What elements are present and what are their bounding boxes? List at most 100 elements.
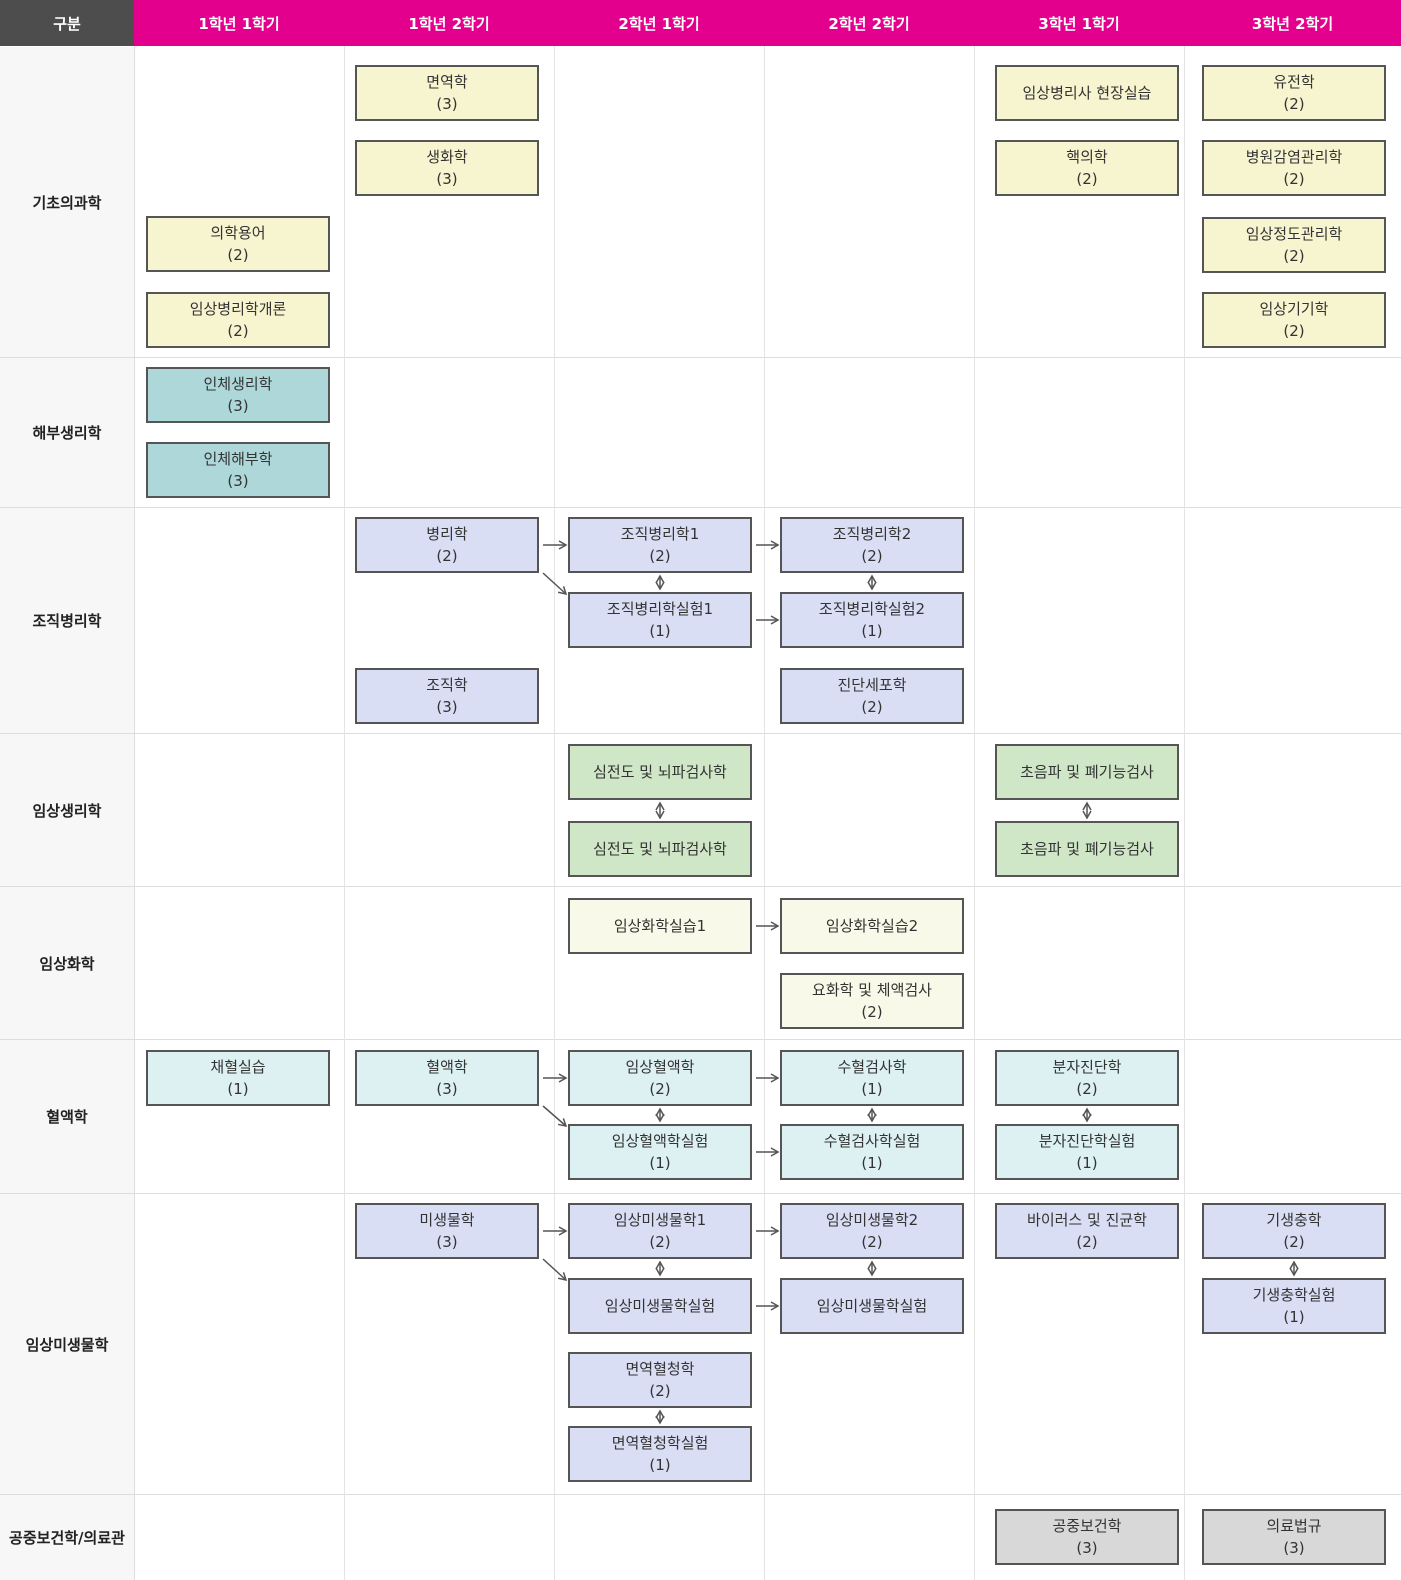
course-box-histopathology-1: 조직병리학1 (2) — [568, 517, 752, 573]
course-box-clinical-microbiology-lab: 임상미생물학실험 — [568, 1278, 752, 1334]
course-name: 수혈검사학실험 — [823, 1132, 921, 1150]
course-box-immunoserology-lab: 면역혈청학실험 (1) — [568, 1426, 752, 1482]
course-box-histopathology-lab-2: 조직병리학실험2 (1) — [780, 592, 964, 648]
course-name: 임상병리사 현장실습 — [1022, 84, 1152, 102]
course-box-human-physiology: 인체생리학 (3) — [146, 367, 330, 423]
course-box-ecg-eeg-2: 심전도 및 뇌파검사학 — [568, 821, 752, 877]
course-name: 기생충학실험 — [1252, 1286, 1336, 1304]
course-box-cytology: 진단세포학 (2) — [780, 668, 964, 724]
course-name: 임상화학실습1 — [613, 917, 707, 935]
course-credit: (2) — [861, 698, 883, 716]
course-box-medical-law: 의료법규 (3) — [1202, 1509, 1386, 1565]
course-name: 임상화학실습2 — [825, 917, 919, 935]
course-name: 의학용어 — [210, 224, 266, 242]
row-label-anatomy-physiology: 해부생리학 — [0, 358, 134, 507]
course-name: 인체생리학 — [203, 375, 273, 393]
course-name: 분자진단학 — [1052, 1058, 1122, 1076]
column-divider — [554, 46, 555, 1580]
course-name: 면역학 — [426, 73, 468, 91]
course-name: 초음파 및 폐기능검사 — [1020, 763, 1154, 781]
course-box-biochemistry: 생화학 (3) — [355, 140, 539, 196]
course-credit: (1) — [1283, 1308, 1305, 1326]
course-credit: (1) — [861, 1154, 883, 1172]
course-name: 혈액학 — [426, 1058, 468, 1076]
course-credit: (3) — [436, 698, 458, 716]
course-box-field-practice: 임상병리사 현장실습 — [995, 65, 1179, 121]
course-credit: (3) — [1283, 1539, 1305, 1557]
course-box-genetics: 유전학 (2) — [1202, 65, 1386, 121]
course-credit: (2) — [436, 547, 458, 565]
row-label-basic-medical-science: 기초의과학 — [0, 47, 134, 357]
course-credit: (2) — [227, 322, 249, 340]
row-divider — [0, 357, 1401, 358]
course-box-virology-mycology: 바이러스 및 진균학 (2) — [995, 1203, 1179, 1259]
course-box-urinalysis: 요화학 및 체액검사 (2) — [780, 973, 964, 1029]
course-name: 조직병리학2 — [832, 525, 912, 543]
course-credit: (1) — [861, 622, 883, 640]
course-box-clinical-hematology: 임상혈액학 (2) — [568, 1050, 752, 1106]
course-credit: (2) — [1076, 1233, 1098, 1251]
course-name: 기생충학 — [1266, 1211, 1322, 1229]
course-name: 미생물학 — [419, 1211, 475, 1229]
course-name: 유전학 — [1273, 73, 1315, 91]
course-name: 조직병리학실험1 — [606, 600, 714, 618]
course-box-immunology: 면역학 (3) — [355, 65, 539, 121]
course-name: 수혈검사학 — [837, 1058, 907, 1076]
course-credit: (2) — [227, 246, 249, 264]
course-name: 임상미생물학실험 — [816, 1297, 928, 1315]
header-year2-sem2: 2학년 2학기 — [764, 0, 974, 46]
course-credit: (2) — [1283, 247, 1305, 265]
course-name: 면역혈청학실험 — [611, 1434, 709, 1452]
course-box-blood-transfusion: 수혈검사학 (1) — [780, 1050, 964, 1106]
course-box-histology: 조직학 (3) — [355, 668, 539, 724]
course-box-quality-control: 임상정도관리학 (2) — [1202, 217, 1386, 273]
course-box-microbiology: 미생물학 (3) — [355, 1203, 539, 1259]
course-credit: (3) — [436, 170, 458, 188]
column-divider — [764, 46, 765, 1580]
row-label-public-health: 공중보건학/의료관 — [0, 1495, 134, 1580]
row-divider — [0, 507, 1401, 508]
course-name: 심전도 및 뇌파검사학 — [593, 763, 727, 781]
row-label-clinical-microbiology: 임상미생물학 — [0, 1194, 134, 1494]
course-box-intro-clinical-pathology: 임상병리학개론 (2) — [146, 292, 330, 348]
course-box-parasitology-lab: 기생충학실험 (1) — [1202, 1278, 1386, 1334]
course-box-nuclear-medicine: 핵의학 (2) — [995, 140, 1179, 196]
course-credit: (2) — [1283, 170, 1305, 188]
course-box-molecular-diagnostics: 분자진단학 (2) — [995, 1050, 1179, 1106]
row-label-hematology: 혈액학 — [0, 1040, 134, 1193]
course-box-clinical-microbiology-lab-2: 임상미생물학실험 — [780, 1278, 964, 1334]
course-name: 요화학 및 체액검사 — [812, 981, 932, 999]
course-credit: (1) — [649, 1154, 671, 1172]
course-name: 임상혈액학 — [625, 1058, 695, 1076]
course-name: 핵의학 — [1066, 148, 1108, 166]
course-credit: (3) — [1076, 1539, 1098, 1557]
course-credit: (3) — [227, 472, 249, 490]
header-category: 구분 — [0, 0, 134, 46]
course-box-parasitology: 기생충학 (2) — [1202, 1203, 1386, 1259]
course-box-ecg-eeg: 심전도 및 뇌파검사학 — [568, 744, 752, 800]
course-credit: (2) — [861, 547, 883, 565]
course-name: 생화학 — [426, 148, 468, 166]
course-name: 임상혈액학실험 — [611, 1132, 709, 1150]
course-name: 분자진단학실험 — [1038, 1132, 1136, 1150]
course-credit: (2) — [861, 1233, 883, 1251]
course-credit: (2) — [649, 1080, 671, 1098]
course-credit: (3) — [436, 1233, 458, 1251]
course-name: 임상병리학개론 — [189, 300, 287, 318]
course-box-hematology: 혈액학 (3) — [355, 1050, 539, 1106]
column-divider — [974, 46, 975, 1580]
course-name: 채혈실습 — [210, 1058, 266, 1076]
course-box-immunoserology: 면역혈청학 (2) — [568, 1352, 752, 1408]
course-credit: (3) — [227, 397, 249, 415]
row-divider — [0, 886, 1401, 887]
course-box-molecular-diagnostics-lab: 분자진단학실험 (1) — [995, 1124, 1179, 1180]
course-box-public-health: 공중보건학 (3) — [995, 1509, 1179, 1565]
course-credit: (3) — [436, 1080, 458, 1098]
course-box-clinical-instrumentation: 임상기기학 (2) — [1202, 292, 1386, 348]
column-divider — [134, 46, 135, 1580]
course-credit: (2) — [1076, 170, 1098, 188]
course-name: 임상미생물학1 — [613, 1211, 707, 1229]
course-box-clinical-microbiology-2: 임상미생물학2 (2) — [780, 1203, 964, 1259]
course-credit: (1) — [649, 1456, 671, 1474]
